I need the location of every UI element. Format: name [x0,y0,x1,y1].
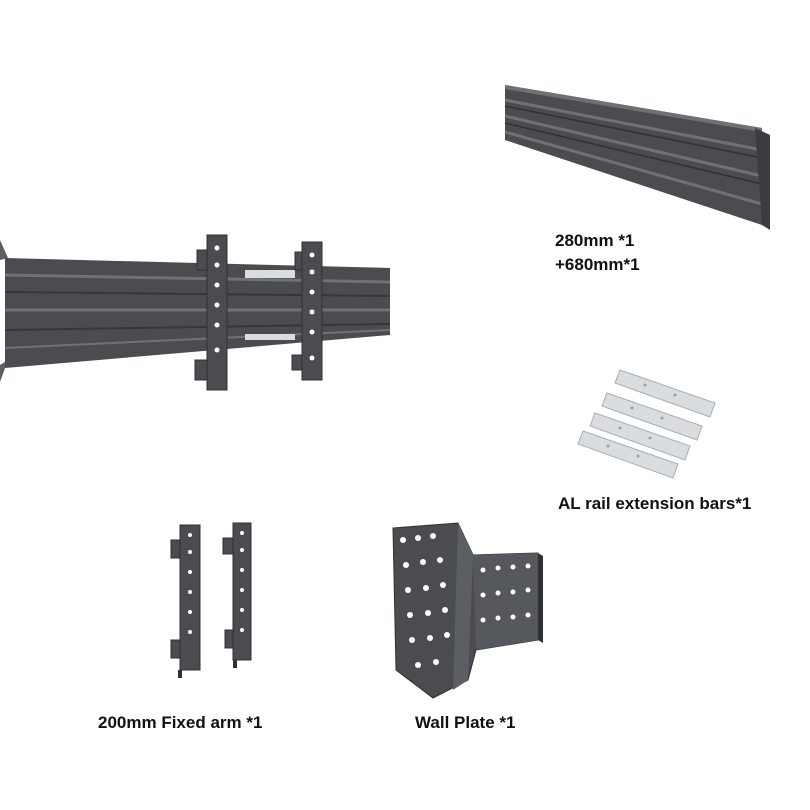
wall-plate-image [392,522,543,699]
extension-bars-label: AL rail extension bars*1 [558,494,752,513]
rail-length-label-1: 280mm *1 [555,231,635,250]
rail-image [504,85,770,230]
extension-bars-image [577,369,716,479]
fixed-arms-image [170,522,252,678]
rail-length-label-2: +680mm*1 [555,255,640,274]
fixed-arm-label: 200mm Fixed arm *1 [98,713,263,732]
assembled-mount-image [0,234,391,391]
wall-plate-label: Wall Plate *1 [415,713,516,732]
